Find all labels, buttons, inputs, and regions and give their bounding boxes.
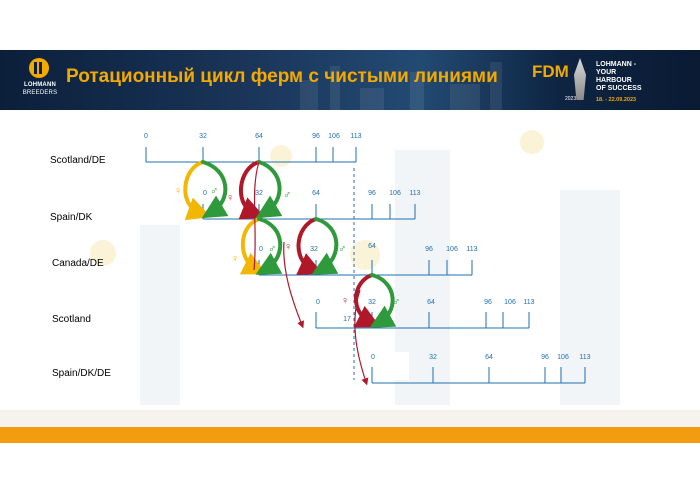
- tick-label: 32: [255, 190, 263, 197]
- male-symbol-icon: ♂: [210, 185, 219, 197]
- tick-label: 0: [371, 354, 375, 361]
- male-symbol-icon: ♂: [268, 243, 277, 255]
- male-symbol-icon: ♂: [392, 296, 401, 308]
- female-symbol-icon: ♀: [341, 295, 350, 307]
- tick-label: 106: [446, 246, 458, 253]
- tick-label: 64: [368, 243, 376, 250]
- tick-label: 96: [425, 246, 433, 253]
- footer-light-band: [0, 410, 700, 427]
- female-symbol-icon: ♀: [284, 241, 293, 253]
- row-label-spain-dk-de: Spain/DK/DE: [52, 368, 111, 379]
- event-tagline-3: HARBOUR: [596, 77, 632, 84]
- background-light: [350, 240, 380, 270]
- tick-label: 64: [427, 299, 435, 306]
- event-tagline-2: YOUR: [596, 69, 617, 76]
- background-building: [140, 225, 180, 405]
- tick-label: 32: [310, 246, 318, 253]
- tick-label: 106: [557, 354, 569, 361]
- lohmann-logo: LOHMANN BREEDERS: [20, 56, 58, 102]
- tick-label: 96: [368, 190, 376, 197]
- row-label-scotland: Scotland: [52, 314, 91, 325]
- brand-sub: BREEDERS: [22, 90, 58, 96]
- tick-label: 0: [203, 190, 207, 197]
- male-symbol-icon: ♂: [283, 189, 292, 201]
- tick-label: 113: [466, 246, 478, 253]
- tick-label: 0: [259, 246, 263, 253]
- female-symbol-icon: ♀: [231, 253, 240, 265]
- tick-label: 96: [541, 354, 549, 361]
- event-tagline-4: OF SUCCESS: [596, 85, 642, 92]
- row-label-scotland-de: Scotland/DE: [50, 155, 106, 166]
- brand-name: LOHMANN: [23, 82, 57, 88]
- background-light: [520, 130, 544, 154]
- tick-label: 64: [312, 190, 320, 197]
- tick-label: 32: [429, 354, 437, 361]
- tick-label: 96: [312, 133, 320, 140]
- tick-label: 64: [255, 133, 263, 140]
- marker-17-label: 17: [343, 316, 351, 323]
- female-symbol-icon: ♀: [174, 185, 183, 197]
- lohmann-logo-mark: [29, 58, 49, 78]
- event-tagline-1: LOHMANN -: [596, 61, 637, 68]
- tick-label: 113: [409, 190, 421, 197]
- header-band: [0, 50, 700, 110]
- long-transfer-lines: [253, 161, 369, 386]
- breeding-arrows: [183, 160, 397, 328]
- footer-band: [0, 427, 700, 443]
- event-logo: FDM: [532, 62, 569, 81]
- male-symbol-icon: ♂: [338, 243, 347, 255]
- tick-label: 96: [484, 299, 492, 306]
- page-title: Ротационный цикл ферм с чистыми линиями: [66, 66, 498, 87]
- harbour-tower-icon: [574, 58, 586, 100]
- tick-label: 0: [144, 133, 148, 140]
- tick-label: 0: [316, 299, 320, 306]
- tick-label: 32: [368, 299, 376, 306]
- female-symbol-icon: ♀: [226, 192, 235, 204]
- tick-label: 106: [389, 190, 401, 197]
- background-light: [90, 240, 116, 266]
- label-mask: [375, 352, 409, 380]
- timeline-axes: [145, 147, 586, 384]
- background-building: [560, 190, 620, 405]
- tick-label: 113: [579, 354, 591, 361]
- tick-label: 106: [328, 133, 340, 140]
- row-label-canada-de: Canada/DE: [52, 258, 104, 269]
- tick-label: 32: [199, 133, 207, 140]
- event-year: 2023: [565, 96, 577, 102]
- event-dates: 18. - 22.09.2023: [596, 97, 637, 103]
- row-label-spain-dk: Spain/DK: [50, 212, 93, 223]
- tick-label: 64: [485, 354, 493, 361]
- tick-label: 113: [350, 133, 362, 140]
- tick-label: 106: [504, 299, 516, 306]
- tick-label: 113: [523, 299, 535, 306]
